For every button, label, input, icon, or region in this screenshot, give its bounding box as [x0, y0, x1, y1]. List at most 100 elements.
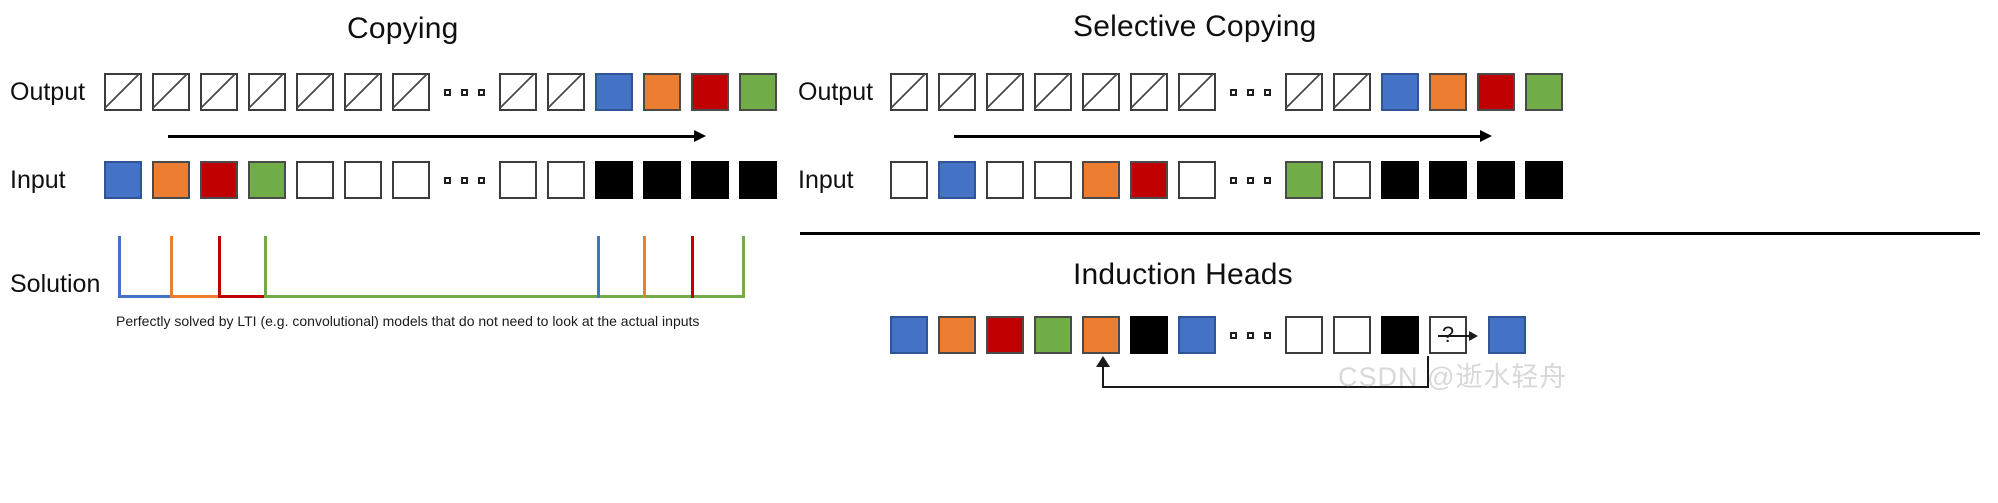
- output-cell: [595, 73, 633, 111]
- selective-copying-title: Selective Copying: [1073, 10, 1317, 43]
- selective-output-row: [890, 73, 1573, 111]
- output-cell: [200, 73, 238, 111]
- solution-baseline-blue: [118, 295, 170, 298]
- input-cell: [1178, 161, 1216, 199]
- copying-input-label: Input: [10, 166, 66, 194]
- output-cell: [986, 73, 1024, 111]
- output-cell: [1082, 73, 1120, 111]
- copying-caption: Perfectly solved by LTI (e.g. convolutio…: [116, 313, 700, 329]
- input-cell: [986, 161, 1024, 199]
- induction-result-arrow: [1438, 331, 1478, 341]
- output-cell: [392, 73, 430, 111]
- output-cell: [1525, 73, 1563, 111]
- input-cell: [104, 161, 142, 199]
- input-cell: [1525, 161, 1563, 199]
- input-cell: [1381, 161, 1419, 199]
- output-cell: [890, 73, 928, 111]
- input-cell: [643, 161, 681, 199]
- input-cell: [1082, 161, 1120, 199]
- input-cell: [152, 161, 190, 199]
- solution-spike-blue-2: [597, 236, 600, 298]
- solution-baseline-orange: [170, 295, 218, 298]
- copying-input-row: [104, 161, 787, 199]
- induction-cell: [890, 316, 928, 354]
- panel-divider: [800, 232, 1980, 235]
- input-cell: [1333, 161, 1371, 199]
- input-cell: [1429, 161, 1467, 199]
- solution-baseline-green: [264, 295, 745, 298]
- output-cell: [344, 73, 382, 111]
- selective-input-row: [890, 161, 1573, 199]
- output-cell: [1130, 73, 1168, 111]
- right-panels: Selective Copying Output Input: [790, 0, 1998, 503]
- output-cell: [499, 73, 537, 111]
- induction-feedback-arrow: [790, 0, 1490, 420]
- induction-target-cell: [1178, 316, 1216, 354]
- input-cell: [499, 161, 537, 199]
- output-cell: [248, 73, 286, 111]
- output-cell: [547, 73, 585, 111]
- output-cell: [691, 73, 729, 111]
- ellipsis-icon: [440, 161, 489, 199]
- solution-spike-green-1: [264, 236, 267, 298]
- input-cell: [200, 161, 238, 199]
- output-cell: [938, 73, 976, 111]
- induction-cell: [986, 316, 1024, 354]
- output-cell: [739, 73, 777, 111]
- ellipsis-icon: [1226, 73, 1275, 111]
- solution-spike-green-2: [742, 236, 745, 298]
- induction-cell: [1082, 316, 1120, 354]
- input-cell: [938, 161, 976, 199]
- input-cell: [1130, 161, 1168, 199]
- input-cell: [1477, 161, 1515, 199]
- input-cell: [547, 161, 585, 199]
- input-cell: [890, 161, 928, 199]
- ellipsis-icon: [440, 73, 489, 111]
- feedback-horizontal: [1102, 386, 1429, 388]
- induction-cell: [1333, 316, 1371, 354]
- induction-cell: [1034, 316, 1072, 354]
- copying-output-label: Output: [10, 78, 86, 106]
- induction-cell: [938, 316, 976, 354]
- output-cell: [1381, 73, 1419, 111]
- output-cell: [1429, 73, 1467, 111]
- copying-output-row: [104, 73, 787, 111]
- input-cell: [344, 161, 382, 199]
- output-cell: [1477, 73, 1515, 111]
- solution-spike-red-1: [218, 236, 221, 298]
- selective-input-label: Input: [798, 166, 854, 194]
- solution-baseline-red: [218, 295, 264, 298]
- ellipsis-icon: [1226, 161, 1275, 199]
- input-cell: [691, 161, 729, 199]
- solution-spike-orange-1: [170, 236, 173, 298]
- output-cell: [1285, 73, 1323, 111]
- output-cell: [643, 73, 681, 111]
- copying-title: Copying: [347, 12, 459, 45]
- feedback-vertical-right: [1427, 356, 1429, 388]
- solution-spike-orange-2: [643, 236, 646, 298]
- output-cell: [1333, 73, 1371, 111]
- input-cell: [739, 161, 777, 199]
- input-cell: [595, 161, 633, 199]
- induction-result-cell: [1488, 316, 1526, 354]
- solution-spike-blue-1: [118, 236, 121, 298]
- watermark: CSDN @逝水轻舟: [1338, 362, 1568, 392]
- copy-direction-arrow: [168, 130, 706, 144]
- selective-direction-arrow: [954, 130, 1492, 144]
- input-cell: [296, 161, 334, 199]
- output-cell: [296, 73, 334, 111]
- induction-heads-title: Induction Heads: [1073, 258, 1293, 291]
- input-cell: [1034, 161, 1072, 199]
- input-cell: [392, 161, 430, 199]
- output-cell: [1178, 73, 1216, 111]
- induction-cell: [1381, 316, 1419, 354]
- output-cell: [104, 73, 142, 111]
- input-cell: [1285, 161, 1323, 199]
- copying-panel: Copying Output Input: [0, 0, 790, 503]
- input-cell: [248, 161, 286, 199]
- solution-plot: [104, 236, 764, 298]
- copying-solution-label: Solution: [10, 270, 101, 298]
- induction-cell: [1130, 316, 1168, 354]
- output-cell: [152, 73, 190, 111]
- feedback-arrowhead: [1096, 356, 1110, 367]
